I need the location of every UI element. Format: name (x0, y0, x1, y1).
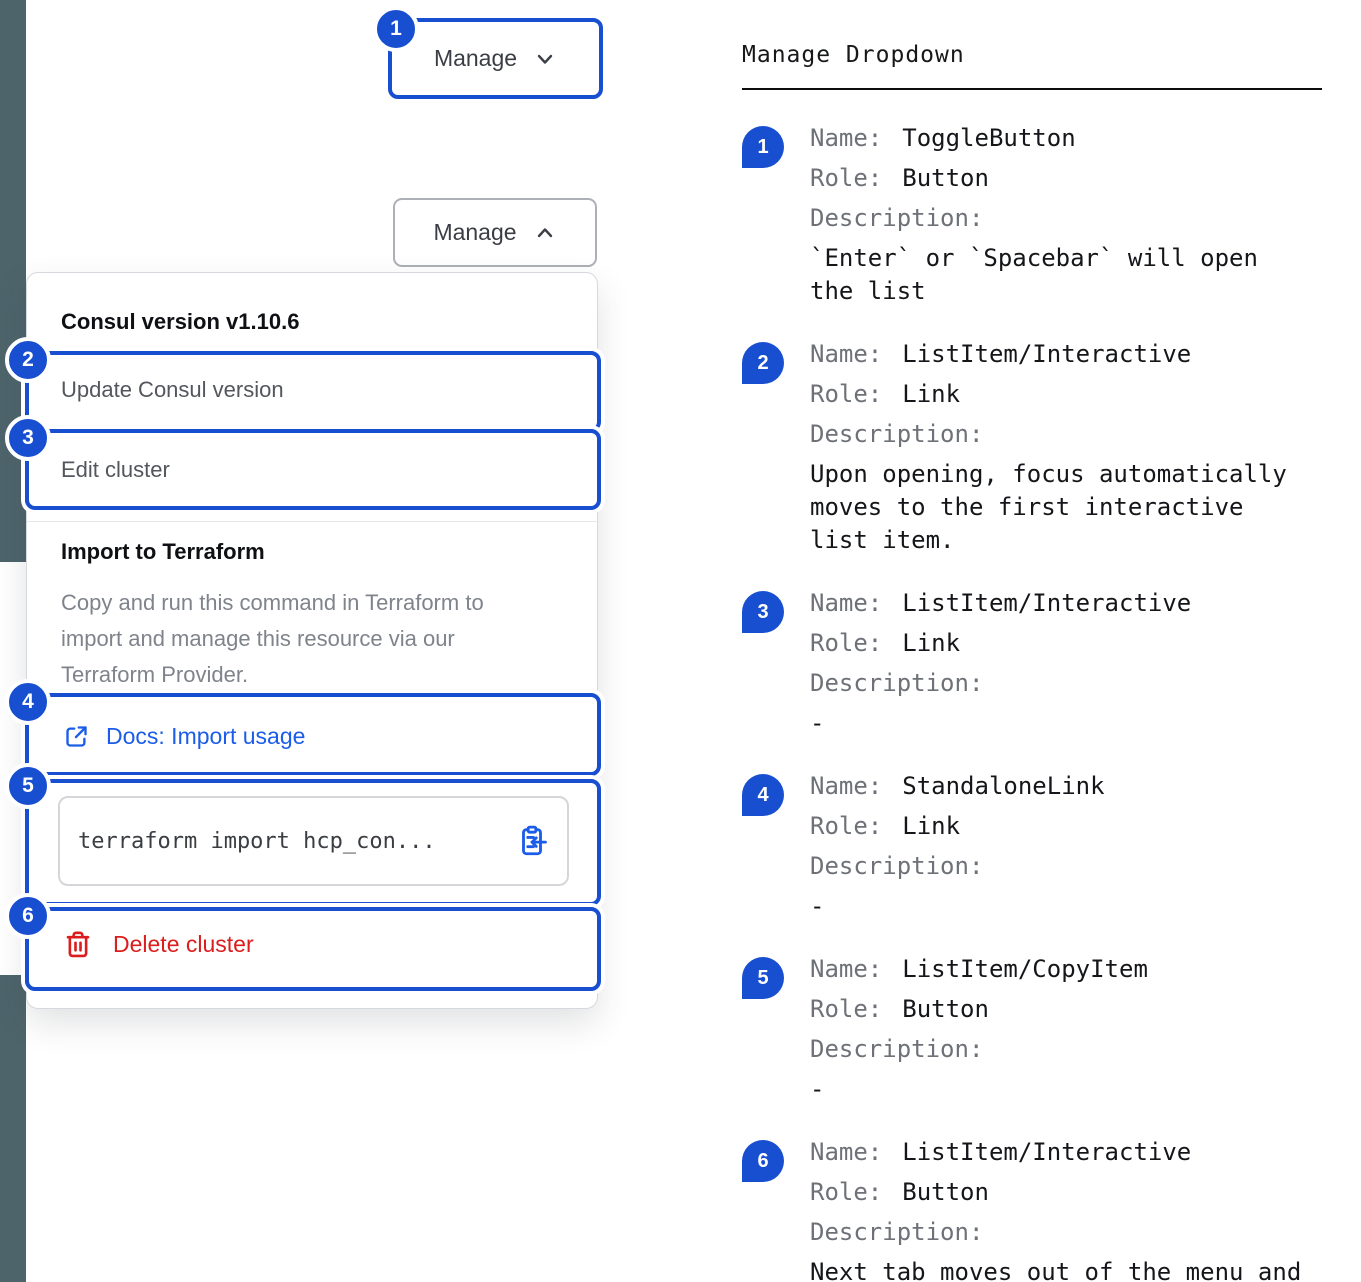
description-label: Description: (810, 1035, 984, 1063)
role-label: Role: (810, 1178, 883, 1206)
name-value: ListItem/Interactive (902, 589, 1192, 617)
annotation-legend: Manage Dropdown 1 Name: ToggleButton Role… (742, 42, 1322, 1282)
trash-icon (63, 929, 93, 959)
description-value: Upon opening, focus automatically moves … (810, 460, 1287, 554)
description-value: `Enter` or `Spacebar` will open the list (810, 244, 1258, 305)
manage-open-label: Manage (433, 219, 517, 245)
chevron-up-icon (533, 221, 557, 245)
terraform-command-box: terraform import hcp_con... (58, 796, 569, 886)
terraform-command-text: terraform import hcp_con... (78, 828, 436, 854)
chevron-down-icon (533, 47, 557, 71)
left-edge-strip (0, 0, 26, 562)
name-label: Name: (810, 1138, 883, 1166)
manage-toggle-button-open[interactable]: Manage (393, 198, 597, 267)
manage-toggle-label: Manage (433, 45, 518, 71)
description-value: Next tab moves out of the menu and to th… (810, 1258, 1302, 1282)
docs-link-label: Docs: Import usage (106, 723, 306, 749)
description-label: Description: (810, 204, 984, 232)
menu-item-delete-cluster[interactable]: Delete cluster (63, 929, 254, 959)
left-edge-strip (0, 975, 26, 1282)
role-label: Role: (810, 995, 883, 1023)
description-label: Description: (810, 852, 984, 880)
name-label: Name: (810, 589, 883, 617)
legend-item-5: 5 Name: ListItem/CopyItem Role: Button Des… (742, 949, 1322, 1106)
role-value: Link (902, 629, 961, 657)
role-label: Role: (810, 629, 883, 657)
legend-badge-5: 5 (742, 957, 784, 999)
import-to-terraform-header: Import to Terraform (61, 539, 265, 564)
role-value: Link (902, 812, 961, 840)
name-value: StandaloneLink (902, 772, 1105, 800)
annotation-badge-2: 2 (5, 337, 51, 383)
name-label: Name: (810, 340, 883, 368)
role-label: Role: (810, 812, 883, 840)
manage-dropdown-panel: Consul version v1.10.6 Update Consul ver… (26, 272, 599, 1009)
name-value: ToggleButton (902, 124, 1076, 152)
role-value: Link (902, 380, 961, 408)
description-label: Description: (810, 669, 984, 697)
import-description: Copy and run this command in Terraform t… (61, 590, 484, 687)
legend-badge-1: 1 (742, 126, 784, 168)
role-label: Role: (810, 164, 883, 192)
delete-cluster-label: Delete cluster (113, 930, 254, 957)
description-label: Description: (810, 1218, 984, 1246)
legend-badge-3: 3 (742, 591, 784, 633)
docs-import-usage-link[interactable]: Docs: Import usage (63, 723, 305, 750)
description-value: - (810, 1075, 825, 1103)
legend-item-4: 4 Name: StandaloneLink Role: Link Descript… (742, 766, 1322, 923)
legend-badge-4: 4 (742, 774, 784, 816)
menu-item-edit-cluster[interactable]: Edit cluster (61, 457, 170, 482)
menu-item-update-consul-version[interactable]: Update Consul version (61, 377, 284, 402)
description-value: - (810, 709, 825, 737)
name-value: ListItem/Interactive (902, 1138, 1192, 1166)
description-value: - (810, 892, 825, 920)
name-label: Name: (810, 772, 883, 800)
annotation-badge-6: 6 (5, 893, 51, 939)
legend-item-1: 1 Name: ToggleButton Role: Button Descript… (742, 118, 1322, 308)
consul-version-header: Consul version v1.10.6 (61, 309, 300, 334)
annotation-badge-4: 4 (5, 679, 51, 725)
legend-divider (742, 88, 1322, 90)
legend-item-2: 2 Name: ListItem/Interactive Role: Link De… (742, 334, 1322, 557)
external-link-icon (63, 723, 90, 750)
role-value: Button (902, 1178, 989, 1206)
role-label: Role: (810, 380, 883, 408)
legend-item-3: 3 Name: ListItem/Interactive Role: Link De… (742, 583, 1322, 740)
description-label: Description: (810, 420, 984, 448)
legend-badge-2: 2 (742, 342, 784, 384)
annotation-badge-3: 3 (5, 415, 51, 461)
name-label: Name: (810, 124, 883, 152)
role-value: Button (902, 995, 989, 1023)
name-value: ListItem/Interactive (902, 340, 1192, 368)
annotation-badge-1: 1 (373, 6, 419, 52)
name-label: Name: (810, 955, 883, 983)
name-value: ListItem/CopyItem (902, 955, 1148, 983)
menu-separator (27, 521, 599, 522)
legend-badge-6: 6 (742, 1140, 784, 1182)
manage-toggle-button[interactable]: Manage (388, 18, 603, 99)
legend-title: Manage Dropdown (742, 42, 965, 68)
legend-item-6: 6 Name:ListItem/Interactive Role:Button … (742, 1132, 1322, 1282)
annotation-badge-5: 5 (5, 763, 51, 809)
role-value: Button (902, 164, 989, 192)
clipboard-copy-icon[interactable] (515, 824, 549, 858)
